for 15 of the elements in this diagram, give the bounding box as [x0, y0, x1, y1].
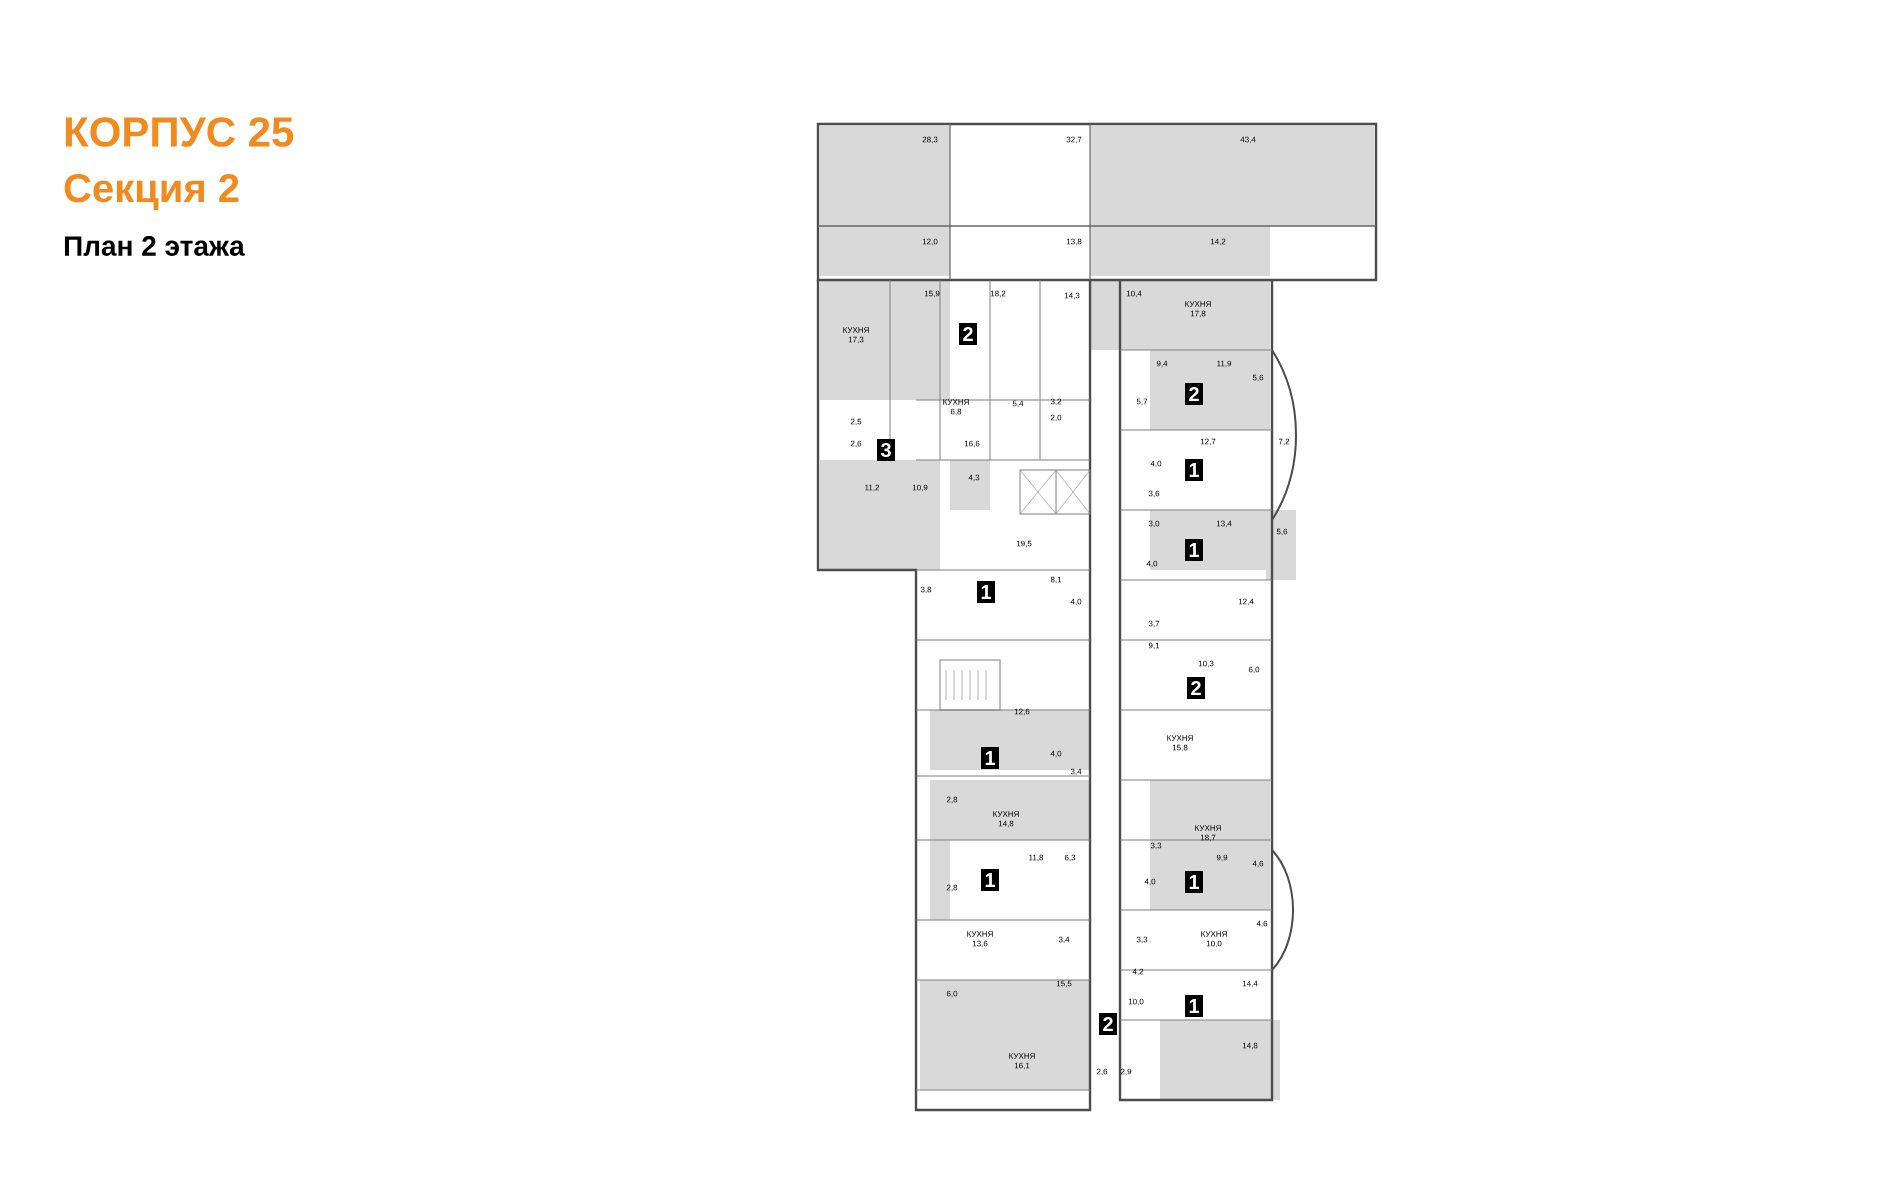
plan-caption: План 2 этажа	[64, 236, 245, 256]
apartment-badge: 1	[1185, 871, 1203, 893]
apartment-badge: 3	[877, 439, 895, 461]
apartment-badge: 1	[1185, 459, 1203, 481]
apartment-badge: 1	[981, 869, 999, 891]
apartment-badge: 2	[1185, 383, 1203, 405]
subtitle: Секция 2	[64, 174, 239, 210]
apartment-badge: 2	[959, 323, 977, 345]
apartment-badge: 1	[1185, 539, 1203, 561]
title: КОРПУС 25	[65, 117, 294, 147]
apartment-badge: 2	[1099, 1013, 1117, 1035]
apartment-badge: 1	[1185, 995, 1203, 1017]
apartment-badge: 2	[1187, 677, 1205, 699]
apartment-badge: 1	[977, 581, 995, 603]
apartment-badge: 1	[981, 747, 999, 769]
